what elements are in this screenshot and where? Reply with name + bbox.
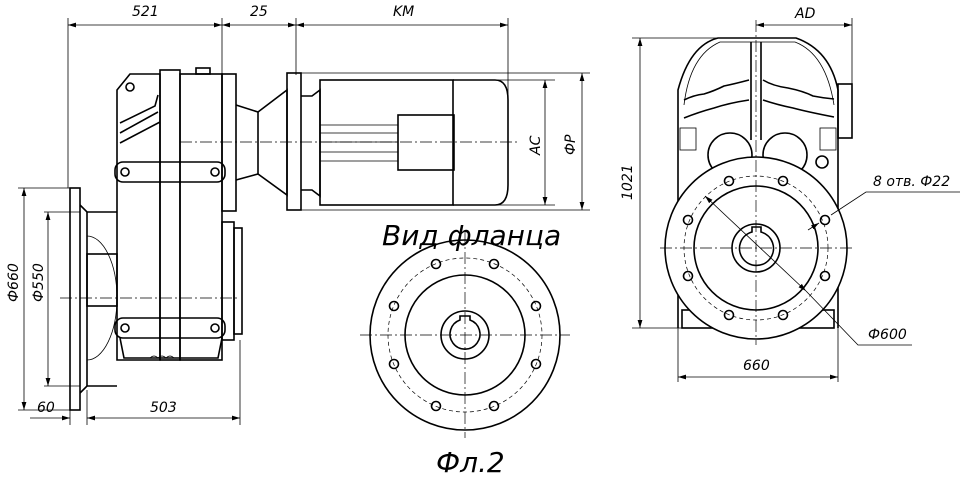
dim-600-label: Ф600 (868, 327, 907, 343)
flange-type-label: Фл.2 (436, 446, 505, 479)
flange-view (360, 232, 570, 438)
dim-p-label: ФP (563, 134, 579, 155)
dim-25-label: 25 (250, 4, 268, 20)
dim-660-diameter-label: Ф660 (6, 263, 22, 302)
dim-ad-label: AD (794, 6, 816, 22)
dim-km-label: KM (393, 4, 414, 20)
dim-1021-label: 1021 (620, 164, 636, 200)
bolt-holes-label: 8 отв. Ф22 (873, 174, 950, 190)
dim-60-label: 60 (37, 400, 55, 416)
dim-550-label: Ф550 (31, 263, 47, 302)
side-view (18, 18, 590, 425)
flange-view-title: Вид фланца (382, 219, 561, 252)
dim-ac-label: AC (528, 135, 544, 156)
front-view (632, 18, 960, 382)
dim-521-label: 521 (132, 4, 159, 20)
dim-660-label: 660 (743, 358, 770, 374)
dim-503-label: 503 (150, 400, 177, 416)
